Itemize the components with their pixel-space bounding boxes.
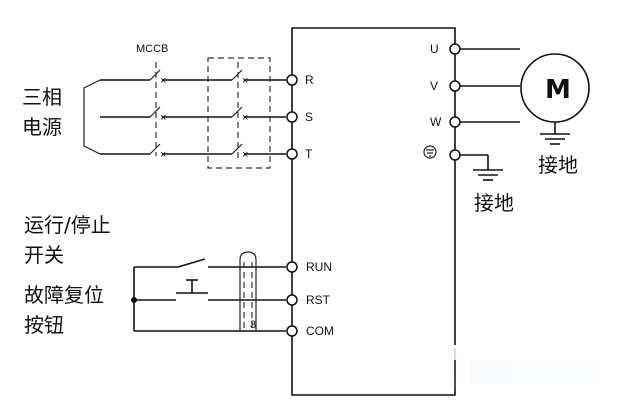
motor-ground-icon xyxy=(540,122,570,145)
terminal-label-s: S xyxy=(305,110,313,124)
svg-text:×: × xyxy=(242,149,248,161)
svg-text:×: × xyxy=(160,75,166,87)
terminal-v xyxy=(449,80,461,92)
terminal-run xyxy=(286,261,298,273)
terminal-s xyxy=(286,111,298,123)
control-terminals: RUN RST COM xyxy=(286,260,334,338)
terminal-label-com: COM xyxy=(306,324,334,338)
input-terminals: R S T xyxy=(286,73,314,161)
mccb-breaker: × × × xyxy=(149,62,166,161)
svg-text:3: 3 xyxy=(250,319,256,331)
motor-label: M xyxy=(545,75,571,105)
svg-text:×: × xyxy=(160,149,166,161)
terminal-com xyxy=(286,325,298,337)
inverter-ground-label: 接地 xyxy=(474,191,514,215)
contactor-enclosure: × × × xyxy=(207,57,271,169)
terminal-t xyxy=(286,148,298,160)
power-source-label: 电源 xyxy=(22,115,62,139)
terminal-label-v: V xyxy=(430,79,438,93)
output-terminals: U V W xyxy=(423,42,520,161)
terminal-w xyxy=(449,116,461,128)
run-stop-switch-label: 运行/停止 xyxy=(24,213,111,237)
motor: M xyxy=(520,53,590,123)
svg-text:×: × xyxy=(242,112,248,124)
terminal-r xyxy=(286,74,298,86)
svg-text:×: × xyxy=(242,75,248,87)
terminal-ground xyxy=(449,149,461,161)
terminal-label-t: T xyxy=(305,147,313,161)
terminal-label-r: R xyxy=(305,73,314,87)
power-source-label: 三相 xyxy=(22,85,62,109)
phase-lines xyxy=(100,79,286,155)
run-stop-switch-label: 开关 xyxy=(24,243,64,267)
svg-text:×: × xyxy=(160,112,166,124)
ground-terminal-icon xyxy=(423,145,437,159)
inverter-ground-icon xyxy=(460,154,503,181)
terminal-u xyxy=(449,43,461,55)
terminal-label-u: U xyxy=(430,42,439,56)
watermark-artifact xyxy=(454,348,600,390)
terminal-label-w: W xyxy=(430,115,442,129)
terminal-rst xyxy=(286,294,298,306)
reset-button-label: 按钮 xyxy=(24,313,64,337)
power-brace xyxy=(83,79,101,155)
motor-ground-label: 接地 xyxy=(538,153,578,177)
control-wiring: 3 xyxy=(131,251,286,332)
terminal-label-rst: RST xyxy=(306,293,331,307)
mccb-label: MCCB xyxy=(136,43,168,55)
terminal-label-run: RUN xyxy=(306,260,332,274)
reset-button-label: 故障复位 xyxy=(24,283,104,307)
